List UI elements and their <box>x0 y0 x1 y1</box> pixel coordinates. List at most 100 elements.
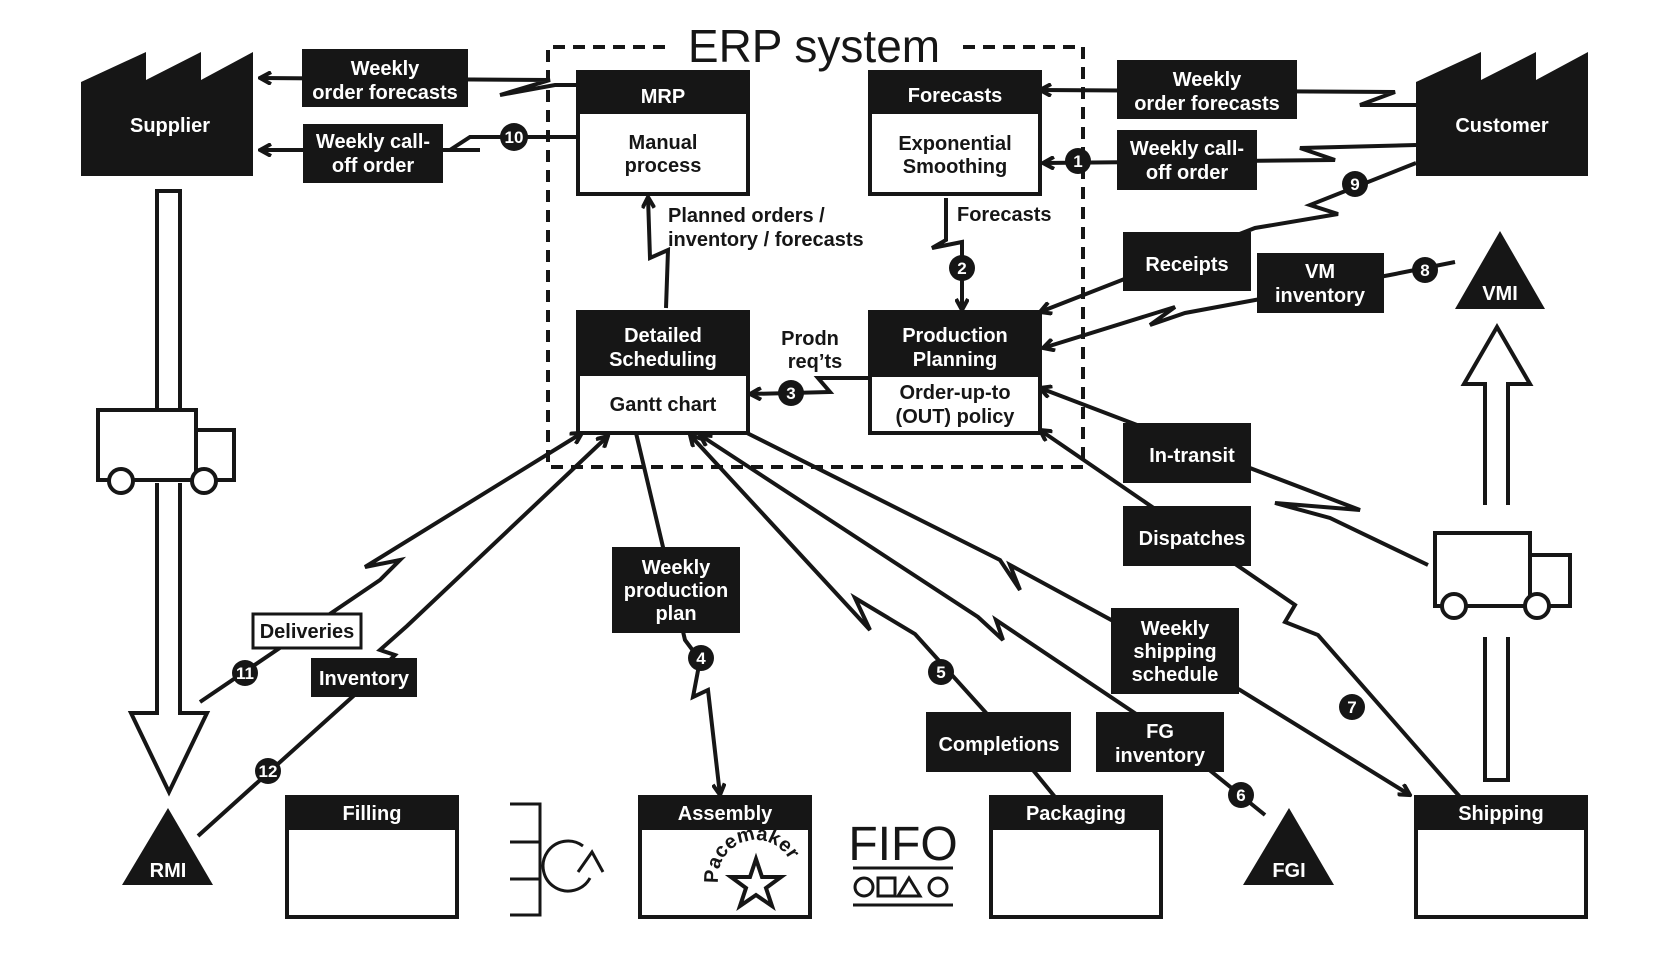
supplier-shipment-arrow <box>127 189 211 797</box>
svg-text:Planned orders /: Planned orders / <box>668 205 825 227</box>
label-prodn-reqts: Prodn req’ts <box>781 328 842 373</box>
supplier-factory[interactable]: Supplier <box>81 52 253 176</box>
svg-text:Shipping: Shipping <box>1458 803 1544 825</box>
label-inventory: Inventory <box>311 658 417 697</box>
svg-text:Dispatches: Dispatches <box>1139 528 1246 550</box>
step-7: 7 <box>1339 694 1365 720</box>
forecasts-body-line2: Smoothing <box>903 156 1007 178</box>
label-deliveries: Deliveries <box>251 612 363 650</box>
svg-text:Weekly call-: Weekly call- <box>1130 138 1244 160</box>
label-planned-orders: Planned orders / inventory / forecasts <box>668 205 864 251</box>
supplier-label: Supplier <box>130 115 210 137</box>
inventory-triangle-icon <box>1455 231 1545 309</box>
svg-text:In-transit: In-transit <box>1149 445 1235 467</box>
flow-inventory <box>196 436 608 838</box>
vmi-inventory[interactable]: VMI <box>1455 231 1545 309</box>
flow-weekly-shipping-schedule <box>746 431 1410 795</box>
svg-text:Filling: Filling <box>343 803 402 825</box>
svg-text:VM: VM <box>1305 261 1335 283</box>
scheduling-body: Gantt chart <box>610 394 717 416</box>
process-filling[interactable]: Filling <box>285 795 459 919</box>
svg-text:12: 12 <box>259 762 278 781</box>
svg-text:inventory: inventory <box>1275 285 1366 307</box>
svg-text:shipping: shipping <box>1133 641 1216 663</box>
mrp-module[interactable]: MRP Manual process <box>576 70 750 196</box>
label-supplier-calloff: Weekly call- off order <box>303 124 443 183</box>
flow-in-transit <box>1040 388 1429 567</box>
svg-text:Deliveries: Deliveries <box>260 621 355 643</box>
flow-planned-orders <box>648 197 671 309</box>
label-forecasts-flow: Forecasts <box>957 204 1052 226</box>
mrp-header: MRP <box>641 86 685 108</box>
mrp-body-line1: Manual <box>629 132 698 154</box>
forecasts-header: Forecasts <box>908 85 1003 107</box>
rmi-inventory[interactable]: RMI <box>122 808 213 885</box>
process-shipping[interactable]: Shipping <box>1414 795 1588 919</box>
svg-text:inventory: inventory <box>1115 745 1206 767</box>
cycle-arrow-icon <box>541 839 605 893</box>
svg-text:11: 11 <box>236 664 254 683</box>
svg-text:10: 10 <box>505 128 524 147</box>
svg-text:5: 5 <box>936 663 945 682</box>
svg-text:3: 3 <box>786 384 795 403</box>
label-completions: Completions <box>926 712 1071 772</box>
step-11: 11 <box>232 660 258 686</box>
process-assembly[interactable]: Assembly <box>638 795 812 919</box>
svg-text:Assembly: Assembly <box>678 803 773 825</box>
step-6: 6 <box>1228 782 1254 808</box>
production-planning-module[interactable]: Production Planning Order-up-to (OUT) po… <box>868 310 1042 435</box>
svg-text:Prodn: Prodn <box>781 328 839 350</box>
detailed-scheduling-module[interactable]: Detailed Scheduling Gantt chart <box>576 310 750 435</box>
svg-text:req’ts: req’ts <box>788 351 842 373</box>
svg-text:Completions: Completions <box>938 734 1059 756</box>
svg-text:4: 4 <box>696 649 706 668</box>
svg-text:2: 2 <box>957 259 966 278</box>
svg-text:Weekly: Weekly <box>642 557 711 579</box>
planning-header-line1: Production <box>902 325 1008 347</box>
svg-text:Weekly: Weekly <box>1141 618 1210 640</box>
customer-label: Customer <box>1455 115 1549 137</box>
svg-text:plan: plan <box>655 603 696 625</box>
label-vm-inventory: VM inventory <box>1257 253 1384 313</box>
svg-text:9: 9 <box>1350 175 1359 194</box>
step-markers: 1 2 3 4 5 6 7 8 9 10 11 12 <box>232 123 1438 808</box>
process-packaging[interactable]: Packaging <box>989 795 1163 919</box>
factory-icon <box>1416 52 1588 176</box>
vmi-shipment-arrow <box>1460 323 1534 782</box>
step-9: 9 <box>1342 171 1368 197</box>
step-3: 3 <box>778 380 804 406</box>
label-weekly-shipping-schedule: Weekly shipping schedule <box>1111 608 1239 694</box>
label-supplier-order-forecasts: Weekly order forecasts <box>302 49 468 107</box>
svg-text:Receipts: Receipts <box>1145 254 1228 276</box>
svg-text:Packaging: Packaging <box>1026 803 1126 825</box>
fgi-inventory[interactable]: FGI <box>1243 808 1334 885</box>
label-customer-calloff: Weekly call- off order <box>1117 130 1257 190</box>
forecasts-module[interactable]: Forecasts Exponential Smoothing <box>868 70 1042 196</box>
step-12: 12 <box>255 758 281 784</box>
svg-text:8: 8 <box>1420 261 1429 280</box>
step-2: 2 <box>949 255 975 281</box>
factory-icon <box>81 52 253 176</box>
label-receipts: Receipts <box>1123 232 1251 291</box>
svg-text:Weekly call-: Weekly call- <box>316 131 430 153</box>
step-4: 4 <box>688 645 714 671</box>
step-5: 5 <box>928 659 954 685</box>
planning-body-line1: Order-up-to <box>899 382 1010 404</box>
label-dispatches: Dispatches <box>1123 506 1251 566</box>
svg-text:FIFO: FIFO <box>848 818 957 871</box>
information-flows <box>196 78 1462 838</box>
svg-text:Weekly: Weekly <box>1173 69 1242 91</box>
svg-text:Forecasts: Forecasts <box>957 204 1052 226</box>
svg-text:RMI: RMI <box>150 860 187 882</box>
supermarket-icon <box>510 802 542 917</box>
svg-text:VMI: VMI <box>1482 283 1518 305</box>
label-weekly-production-plan: Weekly production plan <box>612 547 740 633</box>
svg-text:order forecasts: order forecasts <box>312 82 458 104</box>
svg-text:off order: off order <box>332 155 414 177</box>
svg-text:6: 6 <box>1236 786 1245 805</box>
svg-text:off order: off order <box>1146 162 1228 184</box>
svg-text:inventory / forecasts: inventory / forecasts <box>668 229 864 251</box>
svg-text:Weekly: Weekly <box>351 58 420 80</box>
customer-factory[interactable]: Customer <box>1416 52 1588 176</box>
